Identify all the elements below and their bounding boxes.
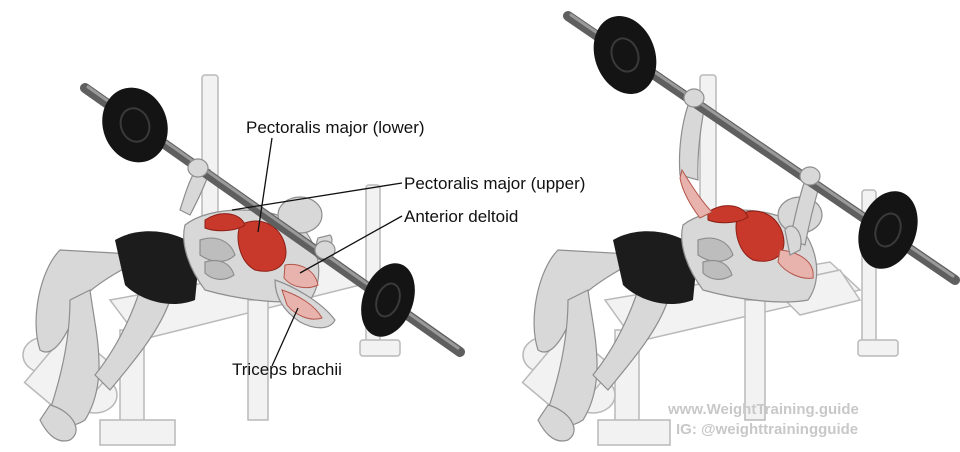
label-pectoralis-major-lower: Pectoralis major (lower) [246,118,425,137]
left-figure: Pectoralis major (lower) Pectoralis majo… [23,75,585,445]
label-triceps-brachii: Triceps brachii [232,360,342,379]
watermark-website: www.WeightTraining.guide [667,401,859,418]
right-body [534,100,822,441]
label-anterior-deltoid: Anterior deltoid [404,207,518,226]
right-figure: www.WeightTraining.guide IG: @weighttrai… [523,7,955,445]
watermark-instagram: IG: @weighttrainingguide [676,421,858,438]
label-pectoralis-major-upper: Pectoralis major (upper) [404,174,585,193]
